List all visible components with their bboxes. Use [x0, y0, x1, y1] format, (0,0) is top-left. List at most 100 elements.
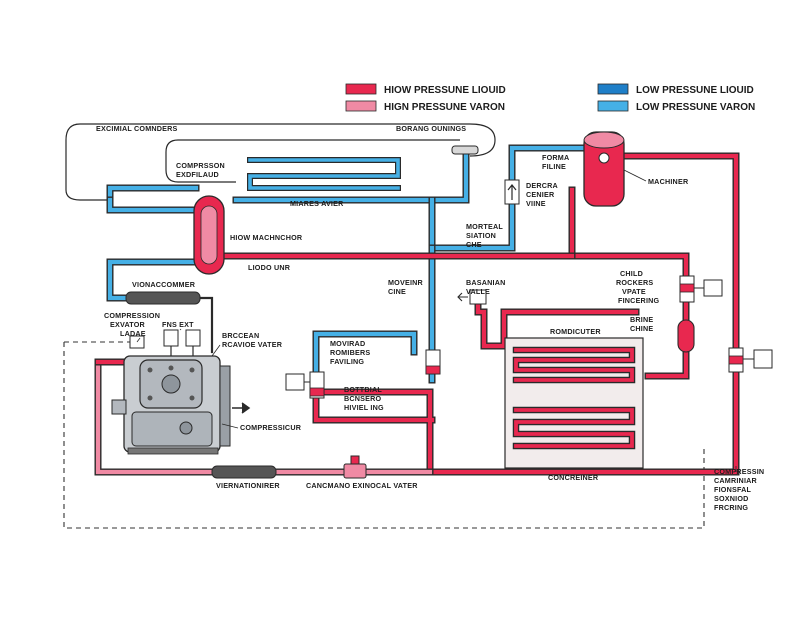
basanian-valve-arrow-icon	[457, 292, 468, 302]
compressor-head-bolt-2	[168, 365, 174, 371]
label-chilled-rockers-4: FINCERING	[618, 296, 660, 305]
external-condenser-frame	[65, 123, 496, 201]
outline-frames	[63, 123, 705, 529]
label-direct-valve-3: VIINE	[526, 199, 546, 208]
legend-label-low-pressure-vapor: LOW PRESSUNE VARON	[636, 102, 755, 113]
machiner-gauge-icon	[598, 152, 610, 164]
compressor-side-fitting	[111, 399, 127, 415]
condenser-coil-lower-fill	[514, 408, 634, 448]
machiner-cap	[583, 131, 625, 149]
bottom-rockers-valve-band	[309, 387, 325, 397]
legend-label-high-pressure-vapor: HIGN PRESSUNE VARON	[384, 102, 505, 113]
label-high-machine: HIOW MACHNCHOR	[230, 233, 303, 242]
label-condenser: CONCREINER	[548, 473, 599, 482]
high-machine-inner	[200, 205, 218, 265]
compressor-head-bolt-4	[147, 395, 153, 401]
label-compression-channel-4: SOXNIOD	[714, 494, 749, 503]
pipe-suction	[198, 296, 214, 354]
dashed-boundary	[63, 342, 705, 529]
label-terminal-filter-2: FILINE	[542, 162, 566, 171]
leader-relief	[136, 337, 141, 343]
label-direct-valve-2: CENIER	[526, 190, 555, 199]
label-compression-channel-3: FIONSFAL	[714, 485, 752, 494]
gauge-right	[185, 329, 201, 347]
compressor-drive-arrow-icon	[232, 402, 251, 414]
pipe-receiver-coil-fill	[248, 158, 400, 190]
gauge-left	[163, 329, 179, 347]
label-chilled-rockers-1: CHILD	[620, 269, 643, 278]
label-external-condensers: EXCIMIAL COMNDERS	[96, 124, 178, 133]
vent-tube-left	[211, 465, 277, 479]
label-compressor: COMPRESSICUR	[240, 423, 302, 432]
legend-label-high-pressure-liquid: HIOW PRESSUNE LIOUID	[384, 85, 506, 96]
label-vent-tube: VIERNATIONIRER	[216, 481, 280, 490]
label-compression-channel-5: FRCRING	[714, 503, 748, 512]
pipe-low-liquid-station-fill	[429, 145, 587, 251]
label-liquid-line: LIODO UNR	[248, 263, 291, 272]
label-vion-accumulator: VIONACCOMMER	[132, 280, 196, 289]
legend: HIOW PRESSUNE LIOUID HIGN PRESSUNE VARON…	[345, 83, 755, 113]
pipes	[94, 144, 740, 476]
legend-swatch-low-pressure-vapor	[597, 100, 629, 112]
pipe-low-vapor-moving-fill	[313, 245, 435, 383]
basanian-valve-body	[469, 289, 487, 305]
label-compression-relief-2: EXVATOR	[110, 320, 146, 329]
compression-channel-actuator	[753, 349, 773, 369]
label-gauges-small: FNS EXT	[162, 320, 194, 329]
label-receiver-relief-2: RCAVIOE VATER	[222, 340, 283, 349]
label-machiner: MACHINER	[648, 177, 689, 186]
label-moving-rockers-3: FAVILING	[330, 357, 364, 366]
vion-accumulator	[125, 291, 201, 305]
label-basanian-2: VALLE	[466, 287, 490, 296]
label-condenser-top: ROMDICUTER	[550, 327, 601, 336]
leader-lines	[136, 169, 737, 472]
legend-swatch-high-pressure-vapor	[345, 100, 377, 112]
label-receiver-relief-1: BRCCEAN	[222, 331, 259, 340]
label-moving-line-2: CINE	[388, 287, 406, 296]
compressor-port	[161, 374, 181, 394]
direct-valve-arrow-icon	[507, 184, 517, 200]
leader-compressor	[221, 423, 239, 429]
label-compression-exhaust-2: EXDFILAUD	[176, 170, 219, 179]
label-terminal-filter-1: FORMA	[542, 153, 569, 162]
labels: EXCIMIAL COMNDERS BORANG OUNINGS COMPRSS…	[96, 124, 764, 512]
label-basanian-1: BASANIAN	[466, 278, 506, 287]
pipe-high-vapor-bottom-fill	[95, 359, 433, 475]
compression-channel-valve-band	[728, 355, 744, 365]
components	[111, 131, 773, 479]
label-brine-2: CHINE	[630, 324, 653, 333]
compressor-head-bolt-5	[189, 395, 195, 401]
condenser-unit	[504, 337, 644, 469]
pipe-low-vapor-top-fill	[107, 149, 469, 203]
label-chilled-rockers-2: ROCKERS	[616, 278, 653, 287]
compressor-head-bolt-1	[147, 367, 153, 373]
label-compression-exhaust-1: COMPRSSON	[176, 161, 225, 170]
label-moving-rockers-1: MOVIRAD	[330, 339, 365, 348]
label-compression-channel-1: COMPRESSIN	[714, 467, 764, 476]
label-moving-rockers-2: ROMIBERS	[330, 348, 370, 357]
chilled-rockers-actuator	[703, 279, 723, 297]
compressor-sight-glass	[179, 421, 193, 435]
pipe-receiver-coil	[247, 157, 401, 191]
compressor-head-bolt-3	[189, 367, 195, 373]
legend-swatch-low-pressure-liquid	[597, 83, 629, 95]
label-bottom-rockers-3: HIVIEL ING	[344, 403, 384, 412]
label-boiling-outlets: BORANG OUNINGS	[396, 124, 466, 133]
label-bottom-rockers-1: BOTTBIAL	[344, 385, 382, 394]
cancman-exhaust-valve-body	[343, 463, 367, 479]
compressor-feet	[127, 447, 219, 455]
boiling-outlet-nozzle	[451, 145, 479, 155]
compressor-flywheel	[219, 365, 231, 447]
pipe-high-liquid-chilled-fill	[569, 187, 689, 379]
bottom-rockers-actuator	[285, 373, 305, 391]
label-brine-1: BRINE	[630, 315, 653, 324]
pipe-high-liquid-basanian-fill	[475, 299, 639, 349]
moving-rockers-valve-band	[425, 365, 441, 375]
compression-exhaust-frame	[165, 139, 460, 183]
label-bottom-rockers-2: BCNSERO	[344, 394, 382, 403]
label-direct-valve-1: DERCRA	[526, 181, 558, 190]
leader-gauges	[179, 328, 182, 331]
leader-receiver-relief	[211, 344, 221, 357]
brine-filter	[677, 319, 695, 353]
